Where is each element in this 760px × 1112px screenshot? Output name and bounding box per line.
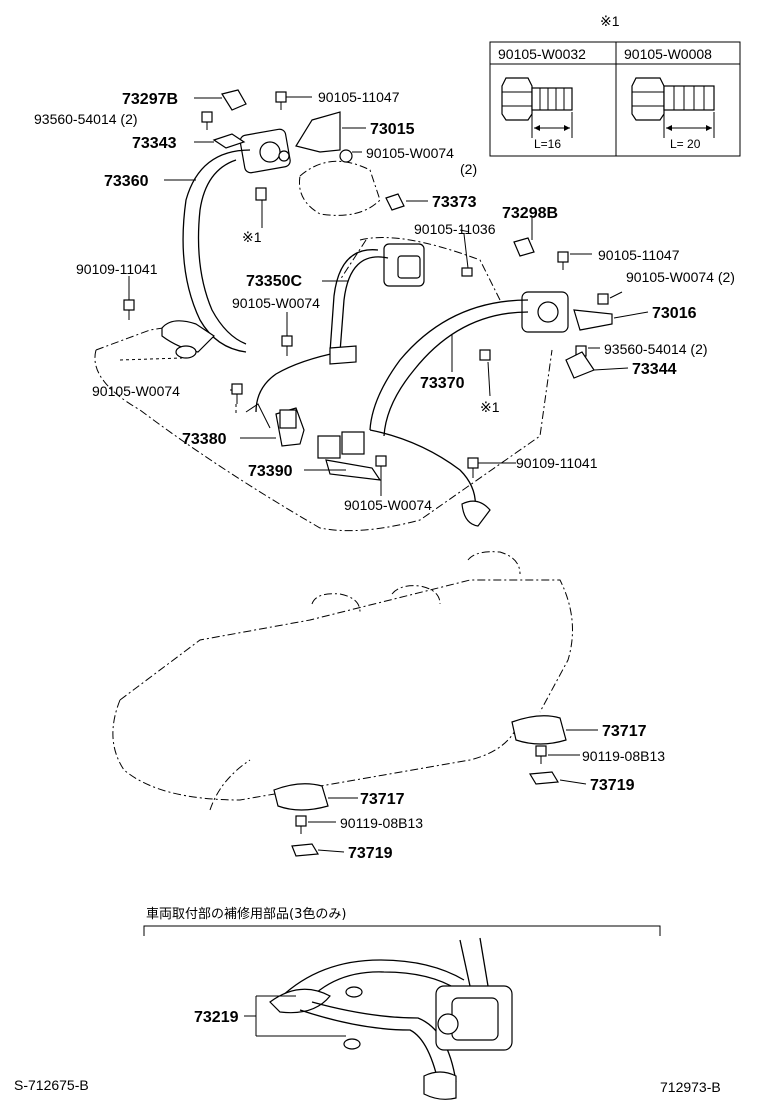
- center-retractor-73350C: [255, 193, 425, 413]
- label-90105W-lowleft: 90105-W0074: [92, 383, 180, 399]
- cover-73717-right: [511, 715, 567, 785]
- label-73015: 73015: [370, 121, 415, 138]
- buckle-73390: [317, 431, 382, 481]
- bolt-icon: [339, 149, 353, 163]
- bolt-length-inset: ※1 90105-W0032 90105-W0008 L=16: [489, 13, 741, 157]
- label-90105-top: 90105-11047: [318, 89, 400, 105]
- inset-col1-length: L=16: [534, 137, 561, 151]
- label-mark-left: ※1: [242, 229, 262, 245]
- label-73343: 73343: [132, 135, 177, 152]
- bolt-icon: [255, 187, 267, 201]
- footer-left-code: S-712675-B: [14, 1077, 89, 1093]
- bolt-icon: [275, 91, 287, 103]
- cover-73298B: [513, 237, 535, 257]
- inset-col2-part: 90105-W0008: [624, 46, 712, 62]
- label-73350C: 73350C: [246, 273, 302, 290]
- rear-parcel-shelf-outline: [94, 160, 553, 532]
- label-73360: 73360: [104, 173, 149, 190]
- label-73717-right: 73717: [602, 723, 647, 740]
- bolt-icon: [375, 455, 387, 467]
- label-73298B: 73298B: [502, 205, 558, 222]
- bolts-upper: [123, 91, 609, 478]
- part-number-labels: 73297B 93560-54014 (2) 73343 73360 ※1 90…: [14, 89, 735, 1095]
- inset-mark: ※1: [600, 13, 620, 29]
- label-90105W-top-qty: (2): [460, 161, 477, 177]
- left-retractor-assembly: [212, 89, 353, 174]
- cover-73297B: [221, 89, 247, 111]
- label-mark-right: ※1: [480, 399, 500, 415]
- belt-anchor-plates: [119, 357, 271, 429]
- inset-col1-part: 90105-W0032: [498, 46, 586, 62]
- label-90105W-top: 90105-W0074: [366, 145, 454, 161]
- label-73370: 73370: [420, 375, 465, 392]
- label-73717-left: 73717: [360, 791, 405, 808]
- bolt-short-icon: [501, 77, 573, 138]
- label-73390: 73390: [248, 463, 293, 480]
- repair-parts-section: [143, 925, 661, 1100]
- label-73297B: 73297B: [122, 91, 178, 108]
- bolt-icon: [231, 383, 243, 395]
- label-93560-left: 93560-54014 (2): [34, 111, 138, 127]
- footer-right-code: 712973-B: [660, 1079, 721, 1095]
- label-90105W-mid: 90105-W0074: [232, 295, 320, 311]
- cover-73373: [385, 193, 405, 211]
- label-90105W-right: 90105-W0074 (2): [626, 269, 735, 285]
- leader-lines-middle: [308, 729, 598, 853]
- label-73344: 73344: [632, 361, 677, 378]
- buckle-73380: [275, 407, 305, 447]
- bolt-icon: [201, 111, 213, 123]
- bracket-73015: [295, 111, 341, 153]
- label-73380: 73380: [182, 431, 227, 448]
- bracket-73016: [573, 309, 613, 331]
- bolt-icon: [461, 267, 473, 277]
- label-90105-11036: 90105-11036: [414, 221, 496, 237]
- right-outer-belt-73370: [369, 237, 613, 527]
- label-73719-right: 73719: [590, 777, 635, 794]
- label-93560-right: 93560-54014 (2): [604, 341, 708, 357]
- label-73719-left: 73719: [348, 845, 393, 862]
- label-90105-right: 90105-11047: [598, 247, 680, 263]
- label-90119-left: 90119-08B13: [340, 815, 423, 831]
- label-73373: 73373: [432, 194, 477, 211]
- bolt-icon: [479, 349, 491, 361]
- rear-seat-outline: [112, 551, 573, 811]
- label-90105W-bottom: 90105-W0074: [344, 497, 432, 513]
- bolt-icon: [123, 299, 135, 311]
- bolt-icon: [557, 251, 569, 263]
- bolt-icon: [281, 335, 293, 347]
- cover-73344: [565, 351, 595, 379]
- section-title: 車両取付部の補修用部品(3色のみ): [146, 906, 346, 922]
- bolt-icon: [597, 293, 609, 305]
- bolt-icon: [467, 457, 479, 469]
- label-73219: 73219: [194, 1009, 239, 1026]
- clip-73343: [212, 133, 246, 149]
- label-90109-right: 90109-11041: [516, 455, 598, 471]
- label-90119-right: 90119-08B13: [582, 748, 665, 764]
- left-outer-belt-73360: [161, 149, 251, 359]
- label-90109-left: 90109-11041: [76, 261, 158, 277]
- inset-col2-length: L= 20: [670, 137, 701, 151]
- bolt-long-icon: [631, 77, 715, 138]
- inset-frame: [489, 41, 741, 157]
- cover-73717-left: [273, 783, 329, 857]
- label-73016: 73016: [652, 305, 697, 322]
- leader-lines-upper: [128, 96, 649, 496]
